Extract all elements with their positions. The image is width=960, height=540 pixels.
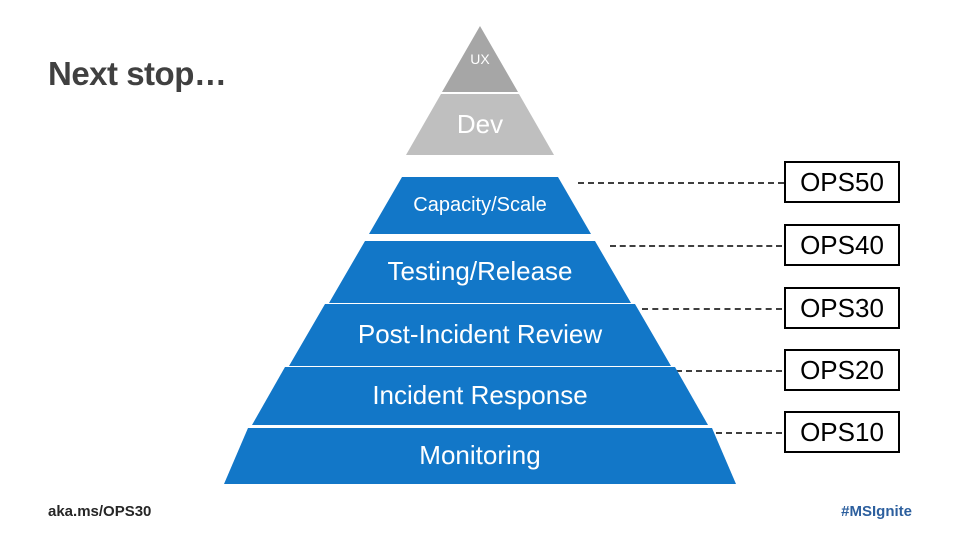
pyramid-band-ux: UX — [224, 26, 736, 92]
pyramid-band-capacity-scale: Capacity/Scale — [224, 177, 736, 234]
pyramid-band-incident-response: Incident Response — [224, 367, 736, 425]
page-title: Next stop… — [48, 55, 227, 92]
pyramid-band-incident-response-label: Incident Response — [372, 380, 588, 411]
pyramid-band-capacity-scale-label: Capacity/Scale — [413, 194, 547, 216]
callout-ops10: OPS10 — [784, 411, 900, 453]
pyramid-band-post-incident-review-shape — [289, 304, 671, 366]
callout-ops30: OPS30 — [784, 287, 900, 329]
pyramid-band-monitoring-label: Monitoring — [419, 440, 541, 471]
footer-link-aka-ms[interactable]: aka.ms/OPS30 — [48, 503, 152, 520]
footer-hashtag: #MSIgnite — [841, 503, 912, 520]
pyramid-band-testing-release: Testing/Release — [224, 241, 736, 303]
pyramid-band-incident-response-shape — [252, 367, 708, 425]
pyramid-band-testing-release-shape — [329, 241, 631, 303]
connector-line-ops50 — [578, 182, 784, 184]
pyramid-diagram: UX Dev Capacity/Scale Testing/Release Po… — [224, 26, 736, 484]
pyramid-band-ux-shape — [442, 26, 518, 92]
connector-line-ops20 — [676, 370, 782, 372]
callout-ops20: OPS20 — [784, 349, 900, 391]
pyramid-band-ux-label: UX — [470, 50, 490, 67]
pyramid-band-dev-label: Dev — [456, 108, 504, 139]
pyramid-band-monitoring-shape — [224, 428, 736, 484]
connector-line-ops30 — [642, 308, 782, 310]
pyramid-band-dev: Dev — [224, 94, 736, 155]
connector-line-ops10 — [706, 432, 782, 434]
pyramid-band-post-incident-review-label: Post-Incident Review — [357, 319, 603, 350]
callout-ops50: OPS50 — [784, 161, 900, 203]
callout-ops40: OPS40 — [784, 224, 900, 266]
pyramid-band-dev-shape — [406, 94, 554, 155]
pyramid-band-testing-release-label: Testing/Release — [387, 256, 573, 287]
pyramid-band-capacity-scale-shape — [369, 177, 591, 234]
pyramid-band-monitoring: Monitoring — [224, 428, 736, 484]
pyramid-band-post-incident-review: Post-Incident Review — [224, 304, 736, 366]
connector-line-ops40 — [610, 245, 782, 247]
